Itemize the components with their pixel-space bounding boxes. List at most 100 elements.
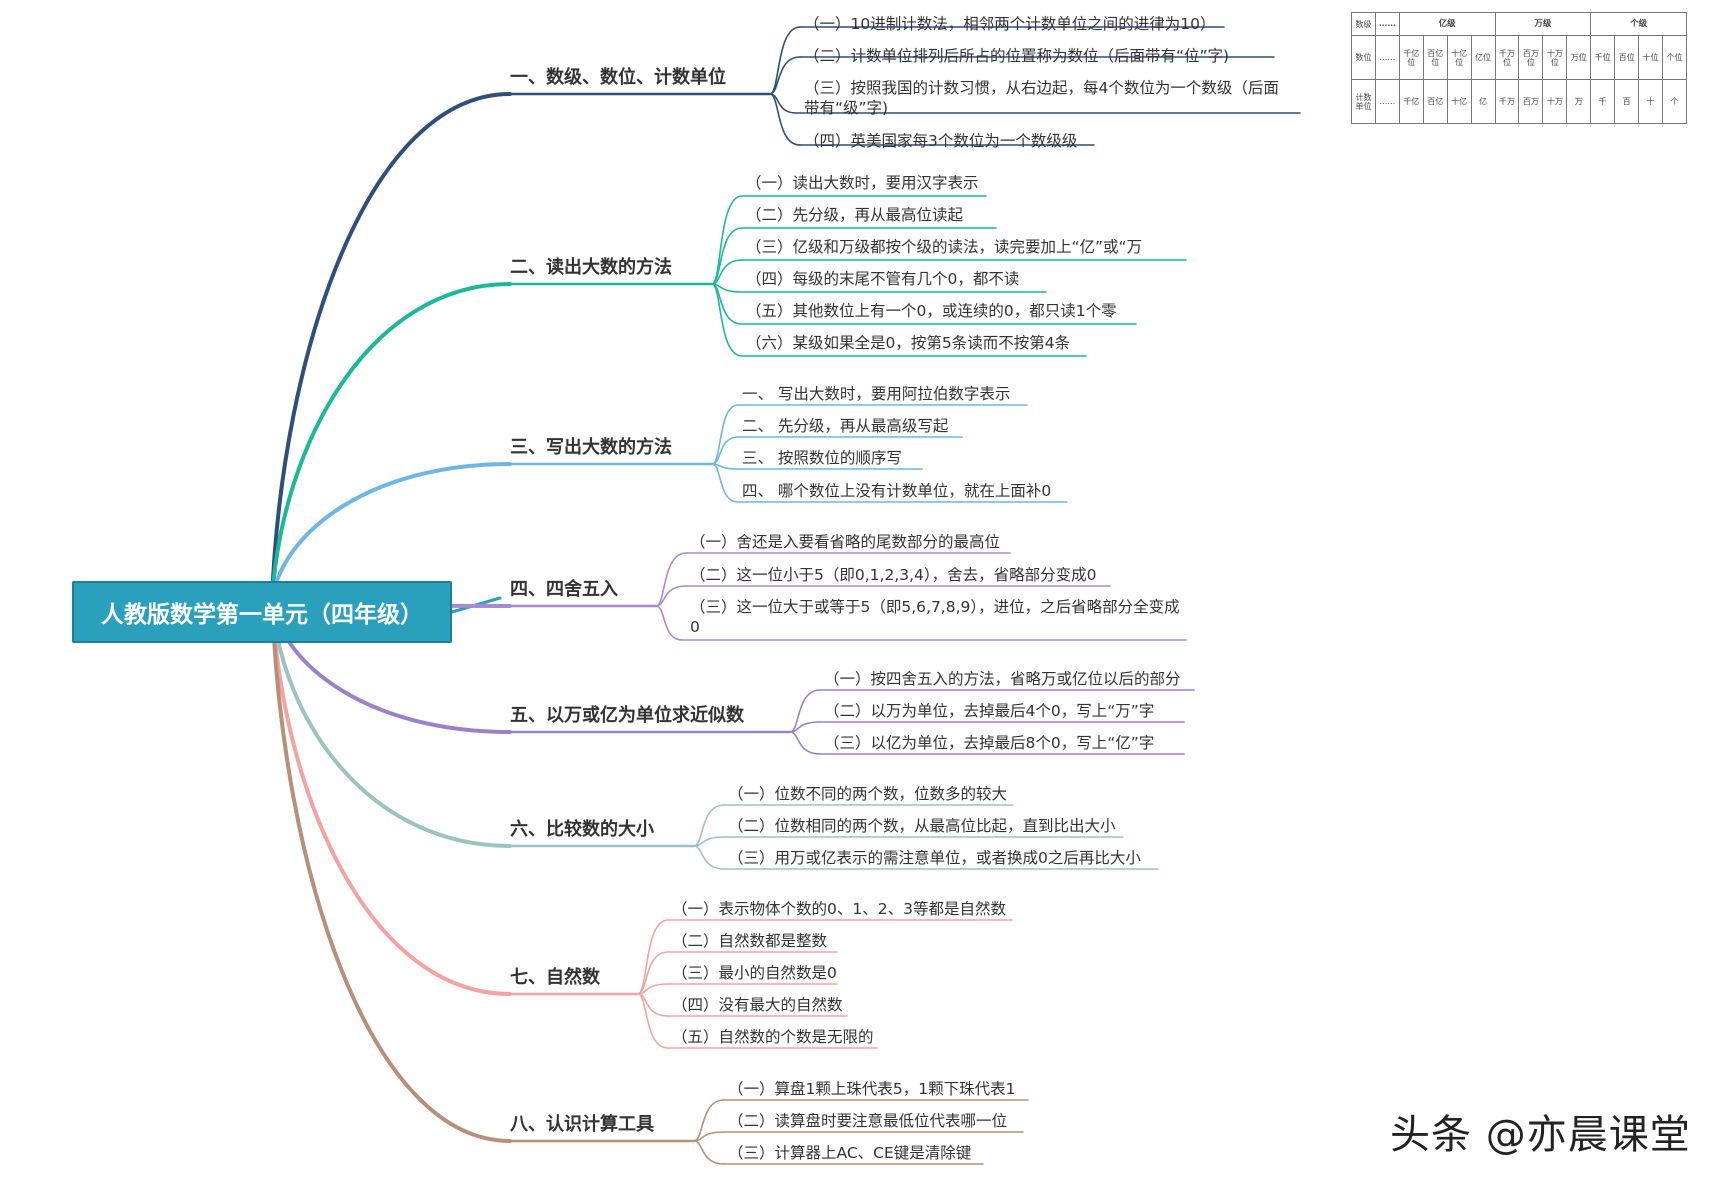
table-cell-unit: 十亿 (1446, 79, 1472, 124)
table-cell-digit: 百亿位 (1422, 35, 1448, 81)
table-ellipsis: …… (1374, 11, 1400, 37)
connector-line (655, 605, 683, 641)
connector-line (270, 92, 512, 602)
connector-line (789, 689, 821, 733)
connector-line (769, 93, 801, 146)
leaf-topic[interactable]: （一）表示物体个数的0、1、2、3等都是自然数 (672, 900, 1006, 918)
table-cell-digit: 百位 (1614, 35, 1640, 81)
table-cell-digit: 百万位 (1518, 35, 1544, 81)
leaf-topic[interactable]: （一）按四舍五入的方法，省略万或亿位以后的部分 (824, 670, 1181, 688)
table-cell-digit: 千万位 (1494, 35, 1520, 81)
table-level-header: 万级 (1494, 11, 1592, 37)
table-cell-digit: 十万位 (1542, 35, 1568, 81)
branch-topic-5[interactable]: 五、以万或亿为单位求近似数 (510, 705, 744, 726)
leaf-topic[interactable]: （三）计算器上AC、CE键是清除键 (728, 1144, 972, 1162)
table-cell-unit: 个 (1661, 79, 1688, 124)
table-cell-unit: 十万 (1542, 79, 1568, 124)
branch-topic-3[interactable]: 三、写出大数的方法 (510, 437, 672, 458)
connector-line (711, 463, 739, 503)
table-cell-unit: 千 (1590, 79, 1616, 124)
branch-topic-1[interactable]: 一、数级、数位、计数单位 (510, 67, 726, 88)
table-level-header: 亿级 (1398, 11, 1496, 37)
connector-line (270, 598, 512, 848)
table-level-header: 个级 (1590, 11, 1687, 37)
connector-line (769, 56, 801, 95)
branch-topic-4[interactable]: 四、四舍五入 (510, 579, 618, 600)
connector-line (270, 598, 512, 1143)
connector-line (693, 1099, 725, 1142)
table-cell-unit: 百 (1614, 79, 1640, 124)
table-row-label: 数级 (1351, 11, 1376, 37)
leaf-topic[interactable]: （一）算盘1颗上珠代表5，1颗下珠代表1 (728, 1080, 1016, 1098)
connector-line (693, 1140, 725, 1165)
connector-line (637, 951, 669, 995)
leaf-topic[interactable]: （六）某级如果全是0，按第5条读而不按第4条 (746, 334, 1071, 352)
leaf-topic[interactable]: （五）其他数位上有一个0，或连续的0，都只读1个零 (746, 302, 1117, 320)
leaf-topic[interactable]: （三）亿级和万级都按个级的读法，读完要加上“亿”或“万 (746, 238, 1143, 256)
leaf-topic[interactable]: 四、 哪个数位上没有计数单位，就在上面补0 (742, 482, 1052, 500)
root-topic[interactable]: 人教版数学第一单元（四年级） (72, 581, 452, 643)
table-cell-unit: 百亿 (1422, 79, 1448, 124)
leaf-topic[interactable]: （四）没有最大的自然数 (672, 996, 843, 1014)
table-row-label: 计数单位 (1351, 79, 1376, 124)
table-cell-digit: 十亿位 (1446, 35, 1472, 81)
table-row-label: 数位 (1351, 35, 1376, 81)
connector-line (769, 26, 801, 95)
connector-line (711, 436, 739, 465)
leaf-topic[interactable]: （三）最小的自然数是0 (672, 964, 837, 982)
leaf-topic[interactable]: （三）按照我国的计数习惯，从右边起，每4个数位为一个数级（后面带有“级”字) (804, 79, 1279, 117)
connector-line (789, 731, 821, 755)
table-cell-unit: 十 (1638, 79, 1663, 124)
table-cell-digit: 千亿位 (1398, 35, 1424, 81)
leaf-topic[interactable]: （二）计数单位排列后所占的位置称为数位（后面带有“位”字) (804, 47, 1230, 65)
connector-line (711, 283, 743, 357)
table-ellipsis: …… (1374, 79, 1400, 124)
watermark: 头条 @亦晨课堂 (1390, 1112, 1691, 1158)
leaf-topic[interactable]: （二）自然数都是整数 (672, 932, 828, 950)
table-cell-digit: 千位 (1590, 35, 1616, 81)
table-cell-unit: 百万 (1518, 79, 1544, 124)
connector-line (711, 259, 743, 285)
leaf-topic[interactable]: （二）这一位小于5（即0,1,2,3,4），舍去，省略部分变成0 (690, 566, 1097, 584)
leaf-topic[interactable]: 三、 按照数位的顺序写 (742, 449, 902, 467)
table-cell-unit: 千亿 (1398, 79, 1424, 124)
table-cell-digit: 万位 (1566, 35, 1592, 81)
branch-topic-8[interactable]: 八、认识计算工具 (510, 1114, 654, 1135)
connector-line (693, 804, 725, 847)
table-cell-unit: 万 (1566, 79, 1592, 124)
connector-line (270, 462, 512, 602)
branch-topic-6[interactable]: 六、比较数的大小 (510, 819, 654, 840)
leaf-topic[interactable]: （一）位数不同的两个数，位数多的较大 (728, 785, 1008, 803)
leaf-topic[interactable]: 二、 先分级，再从最高级写起 (742, 417, 949, 435)
leaf-topic[interactable]: （二）位数相同的两个数，从最高位比起，直到比出大小 (728, 817, 1116, 835)
table-cell-digit: 亿位 (1470, 35, 1496, 81)
branch-topic-7[interactable]: 七、自然数 (510, 967, 600, 988)
leaf-topic[interactable]: （二）读算盘时要注意最低位代表哪一位 (728, 1112, 1008, 1130)
table-cell-unit: 亿 (1470, 79, 1496, 124)
table-cell-digit: 个位 (1661, 35, 1688, 81)
leaf-topic[interactable]: （二）先分级，再从最高位读起 (746, 206, 964, 224)
table-cell-digit: 十位 (1638, 35, 1663, 81)
leaf-topic[interactable]: （四）英美国家每3个数位为一个数级级 (804, 132, 1078, 150)
table-cell-unit: 千万 (1494, 79, 1520, 124)
leaf-topic[interactable]: （一）舍还是入要看省略的尾数部分的最高位 (690, 533, 1001, 551)
connector-line (655, 585, 687, 607)
leaf-topic[interactable]: （一）10进制计数法，相邻两个计数单位之间的进律为10） (804, 15, 1216, 33)
leaf-topic[interactable]: （三）以亿为单位，去掉最后8个0，写上“亿”字 (824, 734, 1155, 752)
connector-line (711, 404, 739, 465)
connector-line (270, 598, 512, 996)
leaf-topic[interactable]: 一、 写出大数时，要用阿拉伯数字表示 (742, 385, 1011, 403)
leaf-topic[interactable]: （五）自然数的个数是无限的 (672, 1028, 874, 1046)
connector-line (270, 282, 512, 602)
branch-topic-2[interactable]: 二、读出大数的方法 (510, 257, 672, 278)
leaf-topic[interactable]: （一）读出大数时，要用汉字表示 (746, 174, 979, 192)
connector-line (655, 552, 687, 607)
connector-line (693, 845, 725, 870)
place-value-table: 数级 …… 亿级 万级 个级 数位 …… 千亿位百亿位十亿位亿位千万位百万位十万… (1351, 11, 1688, 124)
leaf-topic[interactable]: （三）这一位大于或等于5（即5,6,7,8,9），进位，之后省略部分全变成0 (690, 598, 1180, 636)
leaf-topic[interactable]: （四）每级的末尾不管有几个0，都不读 (746, 270, 1020, 288)
connector-line (637, 993, 669, 1049)
leaf-topic[interactable]: （二）以万为单位，去掉最后4个0，写上“万”字 (824, 702, 1155, 720)
leaf-topic[interactable]: （三）用万或亿表示的需注意单位，或者换成0之后再比大小 (728, 849, 1141, 867)
